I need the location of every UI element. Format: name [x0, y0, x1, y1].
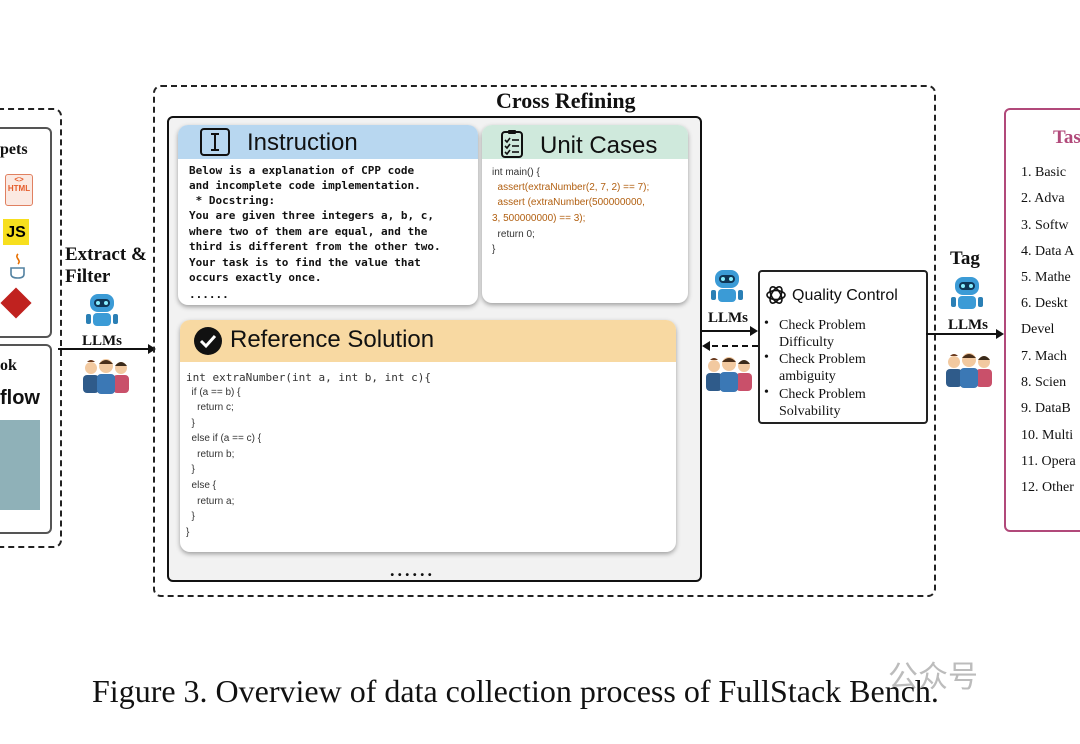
unit-cases-header [482, 125, 688, 159]
cross-refining-container [153, 85, 936, 597]
task-item: 11. Opera [1021, 454, 1076, 469]
check-circle-icon [194, 327, 222, 355]
ref-code-line: } [186, 464, 195, 475]
task-item: Devel [1021, 322, 1055, 337]
qc-item: Check Problem Solvability [779, 387, 866, 419]
people-icon [83, 359, 129, 394]
arrow-to-cross-refining [58, 344, 156, 354]
checklist-icon [501, 130, 523, 158]
ref-code-line: int extraNumber(int a, int b, int c){ [186, 371, 432, 384]
task-item: 8. Scien [1021, 375, 1067, 390]
ref-code-line: else if (a == c) { [186, 433, 262, 444]
reference-solution-header [180, 320, 676, 362]
notebook-thumbnail [0, 420, 40, 510]
bullet: • [764, 316, 769, 331]
unit-code-line: assert(extraNumber(2, 7, 2) == 7); [492, 182, 650, 193]
tag-label: Tag [950, 248, 980, 269]
task-category-box [1004, 108, 1080, 532]
quality-control-box [758, 270, 928, 424]
ref-code-line: } [186, 418, 195, 429]
robot-icon [86, 294, 118, 326]
html-icon: <>HTML [5, 174, 33, 206]
ref-code-line: if (a == b) { [186, 387, 241, 398]
instruction-line: Below is a explanation of CPP code [189, 164, 415, 177]
bullet: • [764, 350, 769, 365]
task-item: 3. Softw [1021, 218, 1069, 233]
task-item: 4. Data A [1021, 244, 1075, 259]
bullet: • [764, 385, 769, 400]
task-item: 6. Deskt [1021, 296, 1068, 311]
tag-llms-label: LLMs [948, 317, 989, 333]
more-ellipsis: ...... [390, 560, 435, 580]
unit-code-line: return 0; [492, 229, 535, 240]
instruction-line: Your task is to find the value that [189, 256, 421, 269]
qc-arrows [700, 326, 758, 351]
instruction-line: * Docstring: [189, 194, 276, 207]
task-item: 7. Mach [1021, 349, 1067, 364]
qc-llms-label: LLMs [708, 310, 749, 326]
notebook-label: ok [0, 357, 17, 374]
ref-code-line: return a; [186, 496, 235, 507]
people-icon [706, 357, 752, 392]
task-item: 2. Adva [1021, 191, 1065, 206]
instruction-line: ...... [189, 288, 229, 301]
robot-icon [951, 277, 983, 309]
instruction-title: Instruction [247, 129, 358, 156]
extract-filter-label: Extract & Filter [65, 244, 147, 287]
reference-solution-title: Reference Solution [230, 326, 435, 353]
arrow-to-tasks [926, 329, 1004, 339]
java-icon [10, 253, 25, 279]
task-item: 10. Multi [1021, 428, 1074, 443]
qc-item: Check Problem Difficulty [779, 318, 866, 350]
source-panel [0, 108, 62, 548]
robot-icon [711, 270, 743, 302]
task-category-title: Tas [1053, 127, 1080, 148]
unit-cases-panel [482, 125, 688, 303]
instruction-line: You are given three integers a, b, c, [189, 209, 435, 222]
unit-code-line: int main() { [492, 167, 540, 178]
ref-code-line: return b; [186, 449, 235, 460]
unit-code-line: 3, 500000000) == 3); [492, 213, 586, 224]
instruction-line: occurs exactly once. [189, 271, 322, 284]
javascript-icon: JS [3, 219, 29, 245]
text-cursor-icon [200, 128, 230, 156]
watermark: 公众号 [888, 660, 978, 695]
cross-refining-title: Cross Refining [496, 88, 636, 113]
openai-icon [766, 286, 786, 304]
quality-control-title: Quality Control [792, 287, 898, 304]
task-item: 5. Mathe [1021, 270, 1071, 285]
extract-llms-label: LLMs [82, 333, 123, 349]
reference-solution-panel [180, 320, 676, 552]
task-item: 9. DataB [1021, 401, 1071, 416]
ref-code-line: } [186, 511, 195, 522]
flow-label: flow [0, 387, 40, 409]
qc-item: Check Problem ambiguity [779, 352, 866, 384]
snippets-label: pets [0, 141, 28, 158]
task-item: 1. Basic [1021, 165, 1067, 180]
unit-cases-title: Unit Cases [540, 132, 658, 159]
ref-code-line: return c; [186, 402, 234, 413]
ref-code-line: } [186, 527, 190, 538]
instruction-line: third is different from the other two. [189, 240, 441, 253]
ref-code-line: else { [186, 480, 217, 491]
task-item: 12. Other [1021, 480, 1074, 495]
people-icon [946, 353, 992, 388]
unit-code-line: assert (extraNumber(500000000, [492, 197, 645, 208]
instruction-line: and incomplete code implementation. [189, 179, 421, 192]
figure-caption: Figure 3. Overview of data collection pr… [92, 673, 939, 709]
unit-code-line: } [492, 244, 496, 255]
instruction-line: where two of them are equal, and the [189, 225, 428, 238]
